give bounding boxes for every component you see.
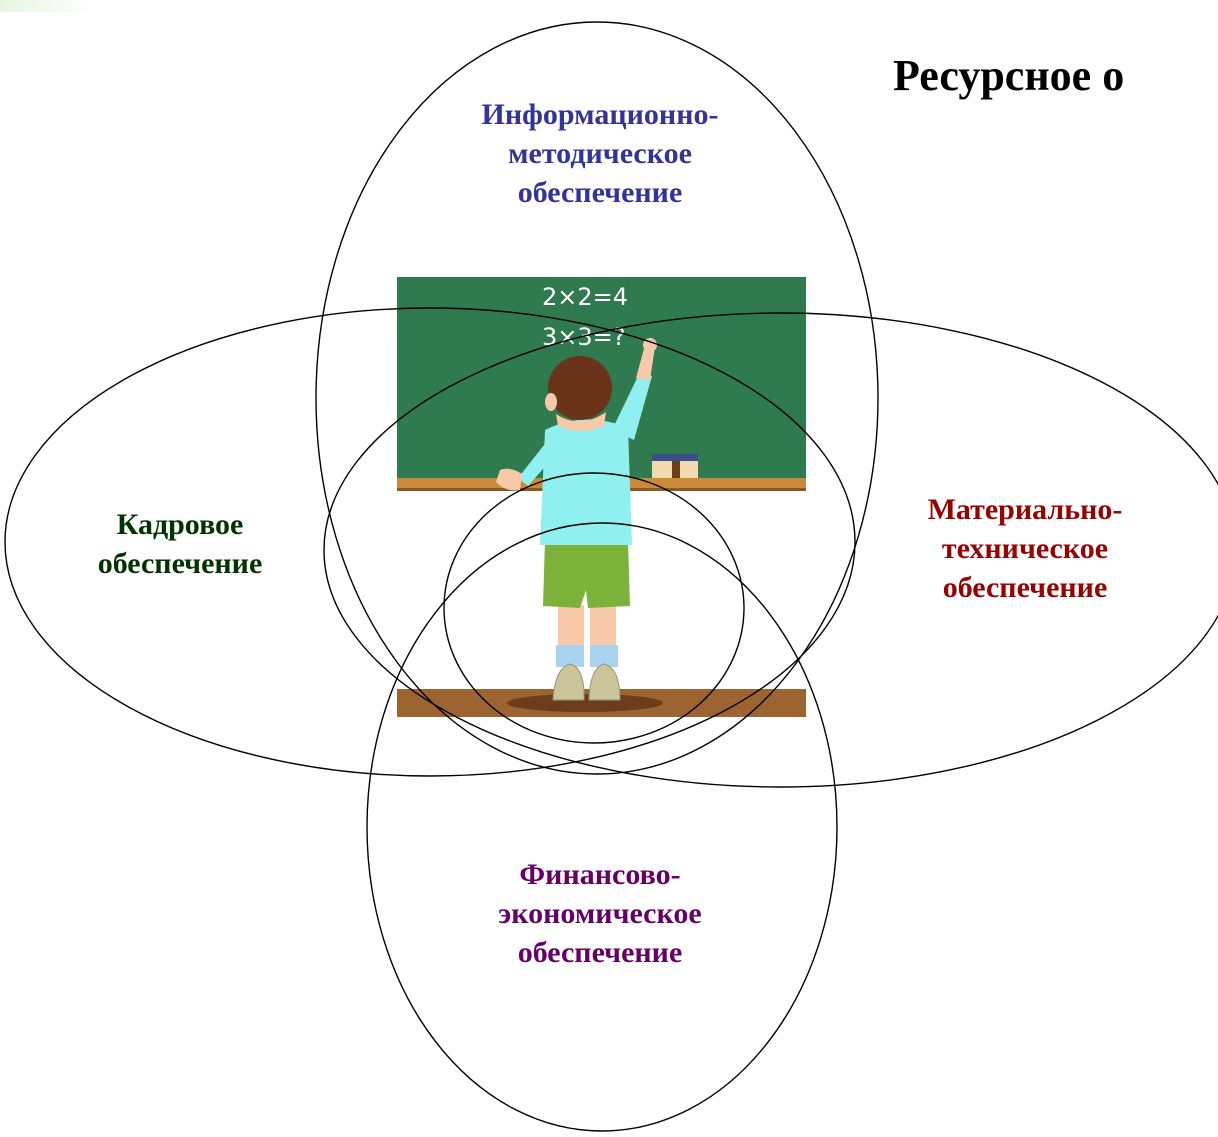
label-line: методическое [508, 137, 692, 170]
circle-center [443, 472, 745, 744]
corner-decoration [0, 0, 95, 12]
board-equation-1: 2×2=4 [542, 283, 628, 311]
label-line: обеспечение [942, 571, 1108, 604]
label-line: Кадровое [116, 508, 244, 541]
label-line: обеспечение [97, 547, 263, 580]
info-methodical-label: Информационно- методическое обеспечение [400, 95, 800, 212]
material-technical-label: Материально- техническое обеспечение [860, 490, 1190, 607]
circle-info [315, 21, 879, 775]
staffing-label: Кадровое обеспечение [40, 505, 320, 583]
label-line: обеспечение [517, 936, 683, 969]
label-line: обеспечение [517, 176, 683, 209]
label-line: техническое [941, 532, 1109, 565]
label-line: Информационно- [481, 98, 719, 131]
board-equation-2: 3×3=? [542, 323, 626, 351]
label-line: Материально- [927, 493, 1123, 526]
circle-staff [4, 307, 856, 777]
circle-material [323, 312, 1218, 788]
page-title: Ресурсное о [893, 51, 1125, 100]
circle-finance [366, 522, 838, 1132]
label-line: экономическое [498, 897, 702, 930]
child-at-chalkboard-icon: 2×2=4 3×3=? [397, 277, 806, 717]
label-line: Финансово- [519, 858, 681, 891]
financial-economic-label: Финансово- экономическое обеспечение [400, 855, 800, 972]
